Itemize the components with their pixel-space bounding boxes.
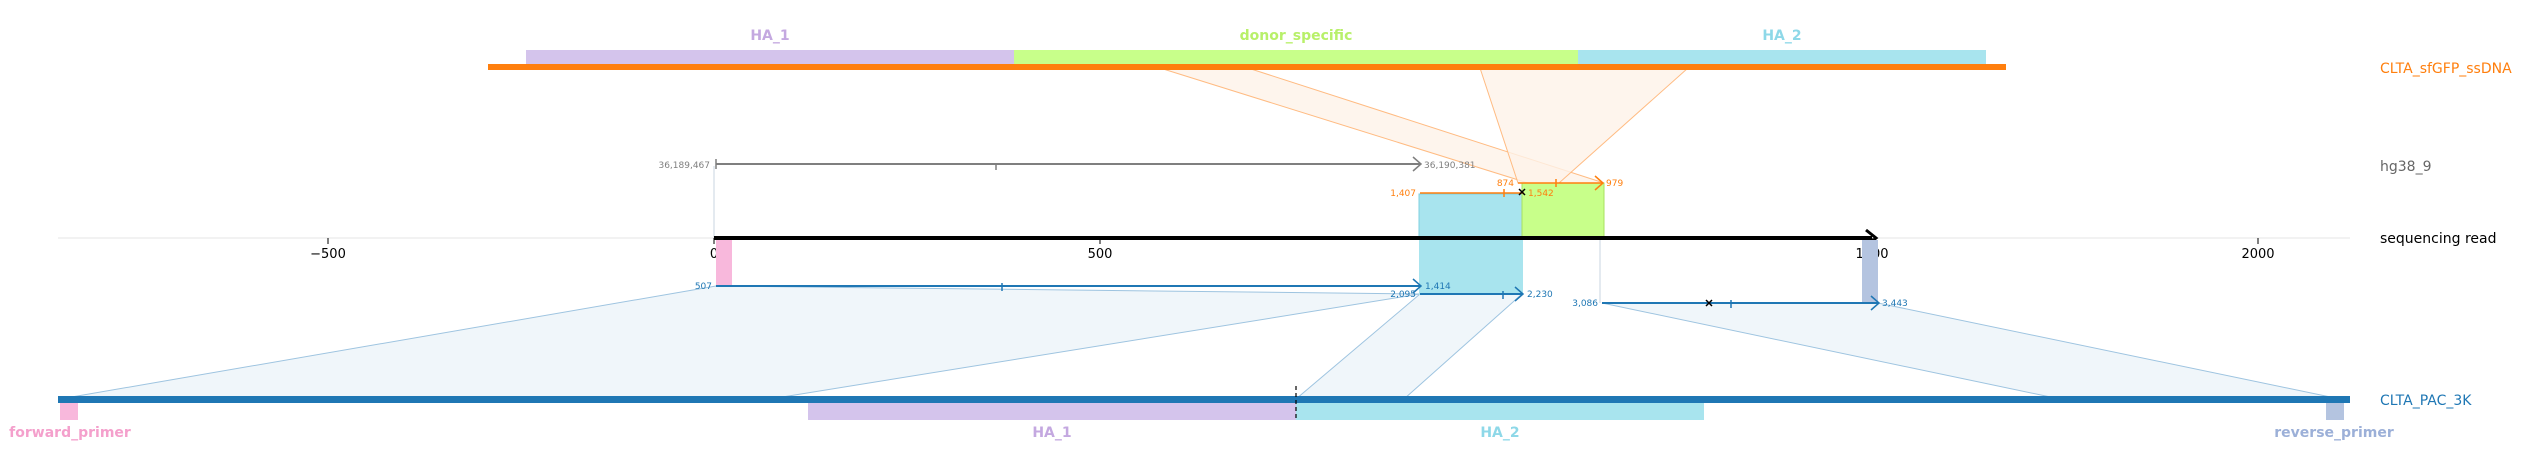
- ssdna-feature-ha2-box: [1578, 50, 1986, 66]
- amplicon-feature-reverse-primer-box: [2326, 400, 2344, 420]
- read-name-label: sequencing read: [2380, 231, 2496, 247]
- read-axis-tick-label: 500: [1088, 247, 1113, 262]
- donor-alignment-2-start: 874: [1497, 179, 1514, 189]
- amplicon-feature-ha2-box: [1296, 400, 1704, 420]
- ssdna-feature-ha1-box: [526, 50, 1014, 66]
- amplicon-alignment-2-start: 2,095: [1390, 290, 1416, 300]
- connector-band: [1294, 293, 1524, 400]
- connector-band: [1601, 302, 2341, 400]
- amplicon-alignment-3-start: 3,086: [1572, 299, 1598, 309]
- donor-alignment-1-start: 1,407: [1390, 189, 1416, 199]
- genome-end-arrow: [1412, 156, 1423, 172]
- read-axis: −5000500100015002000 sequencing read: [58, 228, 2496, 262]
- donor-alignment-2-end: 979: [1606, 179, 1623, 189]
- read-donor-specific-block: [1521, 182, 1605, 239]
- amplicon-alignments: 507 1,414 2,095 2,230 3,086 3,443: [695, 240, 1908, 311]
- amplicon-alignment-1-start: 507: [695, 282, 712, 292]
- read-axis-tick-label: 0: [710, 247, 718, 262]
- amplicon-feature-reverse-primer-label: reverse_primer: [2274, 425, 2394, 441]
- ssdna-name-label: CLTA_sfGFP_ssDNA: [2380, 61, 2512, 77]
- genome-start-label: 36,189,467: [658, 161, 710, 171]
- amplicon-alignment-3-end: 3,443: [1882, 299, 1908, 309]
- amplicon-track: forward_primer HA_1 HA_2 reverse_primer …: [9, 386, 2472, 441]
- donor-alignment-2-arrow: [1594, 175, 1605, 191]
- amplicon-to-read-connectors: [59, 285, 2341, 400]
- connector-band: [59, 285, 1421, 400]
- ssdna-line: [488, 64, 2006, 70]
- amplicon-feature-forward-primer-box: [60, 400, 78, 420]
- amplicon-feature-ha2-label: HA_2: [1480, 425, 1519, 441]
- amplicon-alignment-3-arrow: [1870, 295, 1881, 311]
- amplicon-name-label: CLTA_PAC_3K: [2380, 393, 2472, 409]
- read-axis-ticks: −5000500100015002000: [310, 238, 2275, 262]
- read-ha2-block: [1418, 193, 1524, 239]
- read-ha2-lower-block: [1419, 240, 1523, 295]
- amplicon-alignment-1-end: 1,414: [1425, 282, 1451, 292]
- read-forward-primer-block: [716, 240, 732, 286]
- genome-end-label: 36,190,381: [1424, 161, 1476, 171]
- amplicon-alignment-2-arrow: [1514, 286, 1525, 302]
- ssdna-feature-donor-specific-box: [1014, 50, 1578, 66]
- amplicon-feature-ha1-box: [808, 400, 1296, 420]
- ssdna-feature-ha2-label: HA_2: [1762, 28, 1801, 44]
- amplicon-alignment-3-x-marker: [1705, 299, 1713, 307]
- ssdna-feature-ha1-label: HA_1: [750, 28, 789, 44]
- amplicon-line: [58, 396, 2350, 403]
- amplicon-alignment-2-end: 2,230: [1527, 290, 1553, 300]
- genome-alignment: 36,189,467 36,190,381 hg38_9: [658, 156, 2431, 238]
- read-axis-tick-label: 2000: [2241, 247, 2274, 262]
- amplicon-feature-ha1-label: HA_1: [1032, 425, 1071, 441]
- ssdna-feature-donor-specific-label: donor_specific: [1240, 28, 1353, 44]
- ssdna-track: HA_1 donor_specific HA_2 CLTA_sfGFP_ssDN…: [488, 28, 2512, 77]
- donor-junction-x-marker: [1518, 188, 1526, 196]
- read-reverse-primer-block: [1862, 240, 1878, 303]
- amplicon-feature-forward-primer-label: forward_primer: [9, 425, 131, 441]
- read-axis-tick-label: −500: [310, 247, 346, 262]
- donor-alignments: 1,407 1,542 874 979: [1390, 175, 1623, 239]
- amplicon-alignment-1-arrow: [1412, 278, 1423, 294]
- genome-name-label: hg38_9: [2380, 159, 2431, 175]
- donor-alignment-1-end: 1,542: [1528, 189, 1554, 199]
